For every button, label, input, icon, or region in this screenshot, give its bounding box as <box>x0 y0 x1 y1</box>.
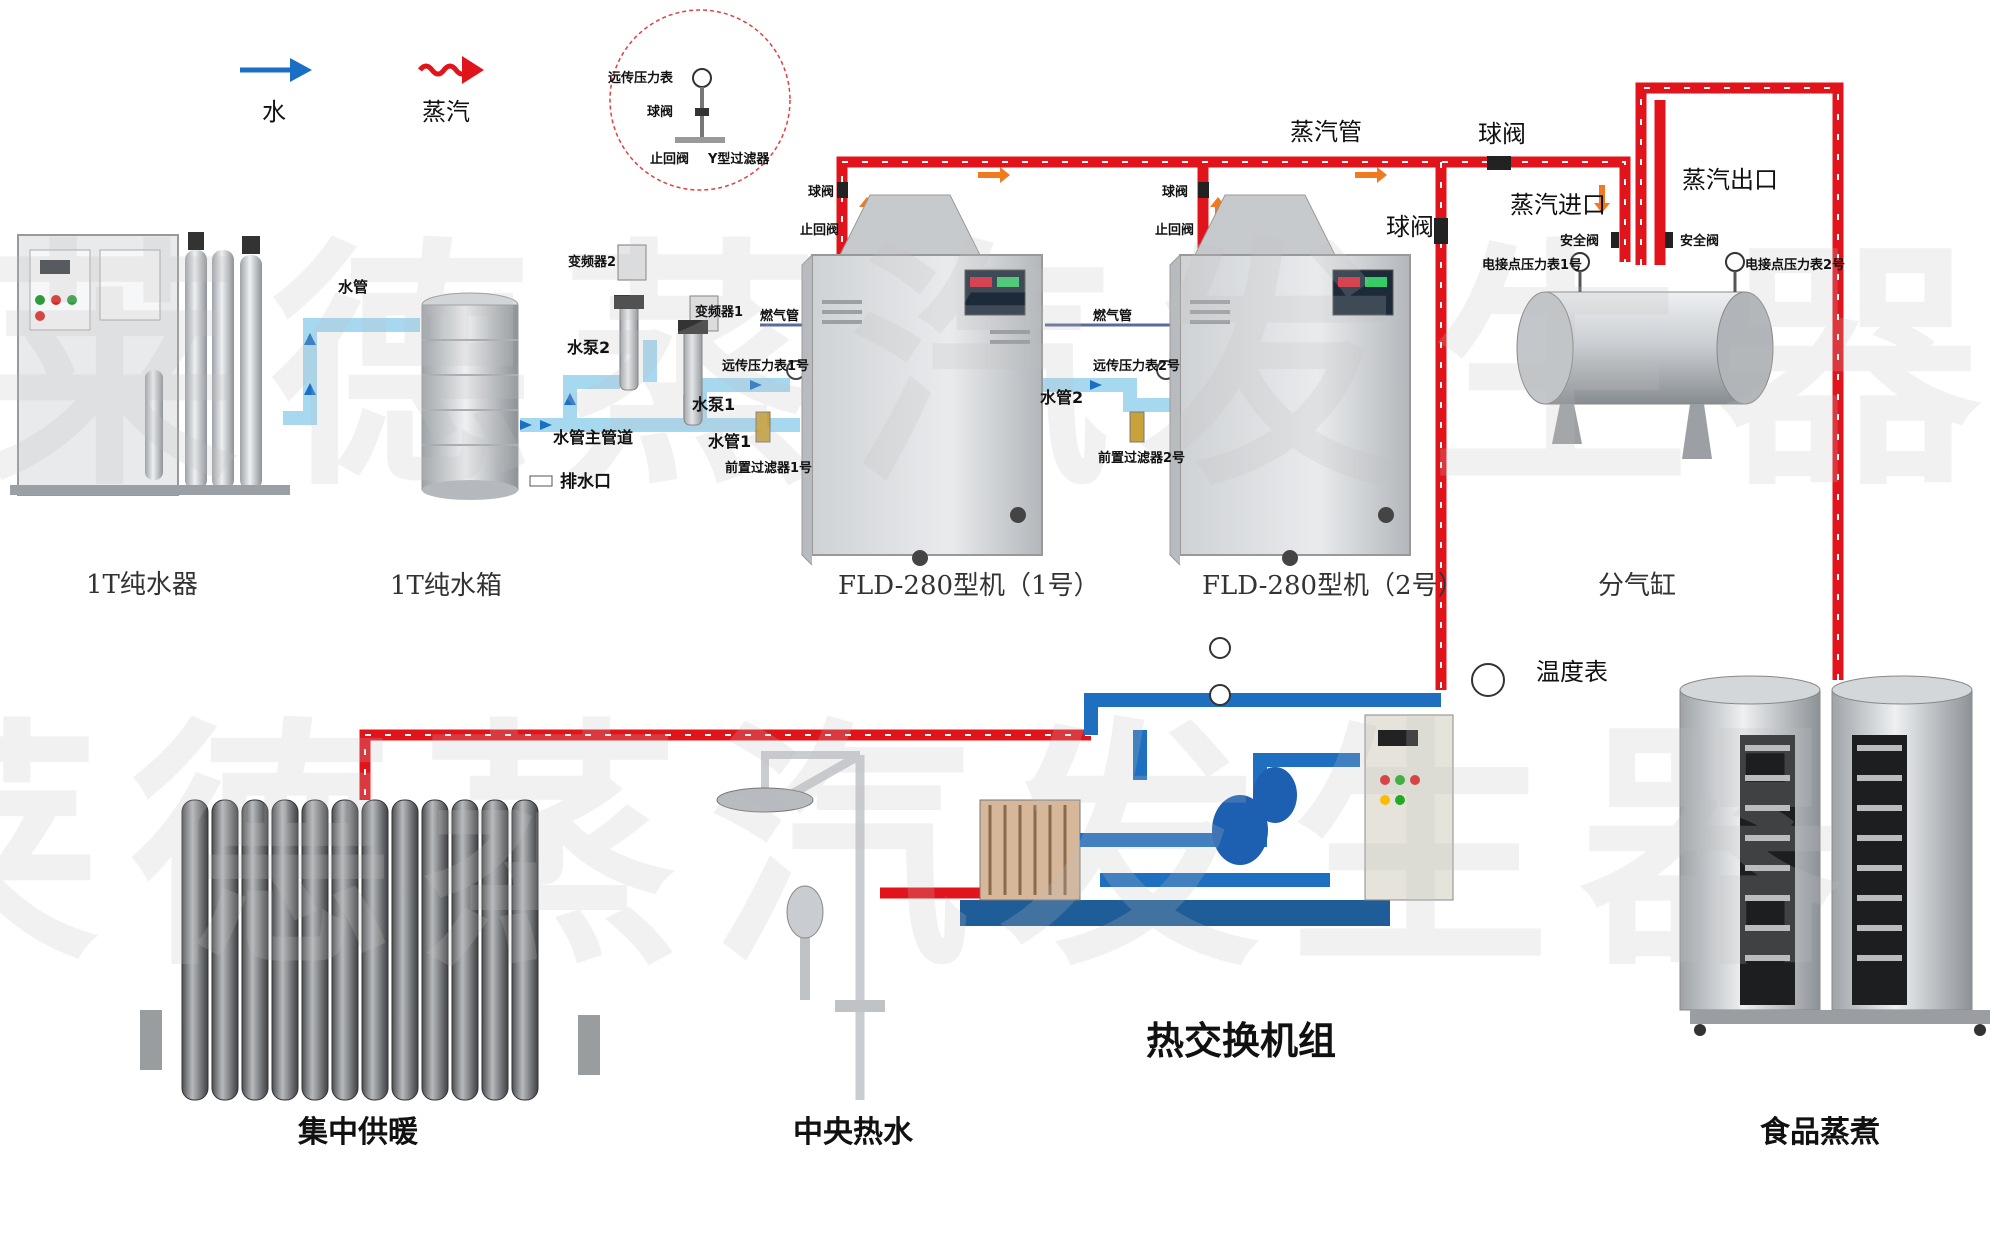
food-steamer <box>1679 675 1990 1036</box>
label-ball-valve-1: 球阀 <box>808 185 835 200</box>
label-steam-pipe: 蒸汽管 <box>1290 118 1362 146</box>
label-pump-2: 水泵2 <box>567 338 611 357</box>
caption-distributor: 分气缸 <box>1598 571 1677 601</box>
shower <box>716 751 885 1100</box>
label-safety-valve-1: 安全阀 <box>1560 234 1600 249</box>
boiler-1 <box>801 194 1043 566</box>
caption-boiler-1: FLD-280型机（1号） <box>838 571 1100 601</box>
water-pipe-to-boiler2 <box>1020 378 1175 412</box>
radiator <box>140 799 600 1101</box>
caption-boiler-2: FLD-280型机（2号） <box>1202 571 1464 601</box>
legend <box>240 56 484 84</box>
caption-food: 食品蒸煮 <box>1760 1115 1880 1150</box>
label-ball-valve-top: 球阀 <box>1478 120 1526 148</box>
caption-heating: 集中供暖 <box>298 1115 418 1150</box>
label-drain: 排水口 <box>560 472 611 492</box>
steam-pipe-pattern <box>364 87 1839 800</box>
label-gauge-1: 远传压力表1号 <box>722 359 810 374</box>
steam-distributor <box>1516 252 1774 459</box>
inset-check-valve: 止回阀 <box>650 152 690 167</box>
label-filter-2: 前置过滤器2号 <box>1098 451 1186 466</box>
pump-group <box>614 244 1176 443</box>
label-gas-2: 燃气管 <box>1093 309 1133 324</box>
caption-heat-exchanger: 热交换机组 <box>1146 1019 1337 1063</box>
valve-inset <box>609 9 791 191</box>
legend-water-label: 水 <box>262 98 286 126</box>
steam-pipe-to-heating <box>359 729 1091 800</box>
label-gauge-2: 远传压力表2号 <box>1093 359 1181 374</box>
label-pipe-2: 水管2 <box>1040 388 1084 407</box>
water-tank <box>421 292 553 500</box>
heat-exchanger-unit <box>960 637 1505 926</box>
caption-hot-water: 中央热水 <box>793 1115 913 1150</box>
label-filter-1: 前置过滤器1号 <box>725 461 813 476</box>
valves <box>837 156 1673 248</box>
caption-purifier: 1T纯水器 <box>86 570 198 600</box>
label-water-pipe-v: 水管 <box>338 278 369 296</box>
label-thermometer: 温度表 <box>1536 658 1608 686</box>
water-pipe-purifier-tank <box>283 318 420 425</box>
label-pipe-1: 水管1 <box>708 432 752 451</box>
label-gas-1: 燃气管 <box>760 309 800 324</box>
label-check-valve-2: 止回阀 <box>1155 223 1195 238</box>
label-pump-1: 水泵1 <box>692 395 736 414</box>
water-arrows <box>304 333 1102 430</box>
inset-y-filter: Y型过滤器 <box>708 152 770 167</box>
legend-steam-label: 蒸汽 <box>422 98 470 126</box>
label-safety-valve-2: 安全阀 <box>1680 234 1720 249</box>
boiler-2 <box>1169 194 1411 566</box>
caption-tank: 1T纯水箱 <box>390 571 502 601</box>
label-steam-inlet: 蒸汽进口 <box>1510 191 1606 219</box>
water-purifier <box>10 232 290 496</box>
label-contact-gauge-1: 电接点压力表1号 <box>1482 258 1583 273</box>
label-ball-valve-2: 球阀 <box>1162 185 1189 200</box>
label-check-valve-1: 止回阀 <box>800 223 840 238</box>
label-ball-valve-side: 球阀 <box>1386 213 1434 241</box>
label-vfd-1: 变频器1 <box>695 305 744 320</box>
label-vfd-2: 变频器2 <box>568 255 617 270</box>
label-main-pipe: 水管主管道 <box>553 428 634 447</box>
inset-remote-gauge: 远传压力表 <box>608 71 674 86</box>
inset-ball-valve: 球阀 <box>647 105 674 120</box>
label-contact-gauge-2: 电接点压力表2号 <box>1745 258 1846 273</box>
label-steam-outlet: 蒸汽出口 <box>1682 166 1778 194</box>
steam-pipe-to-food <box>1635 82 1844 680</box>
steam-pipe-top <box>836 156 1631 262</box>
